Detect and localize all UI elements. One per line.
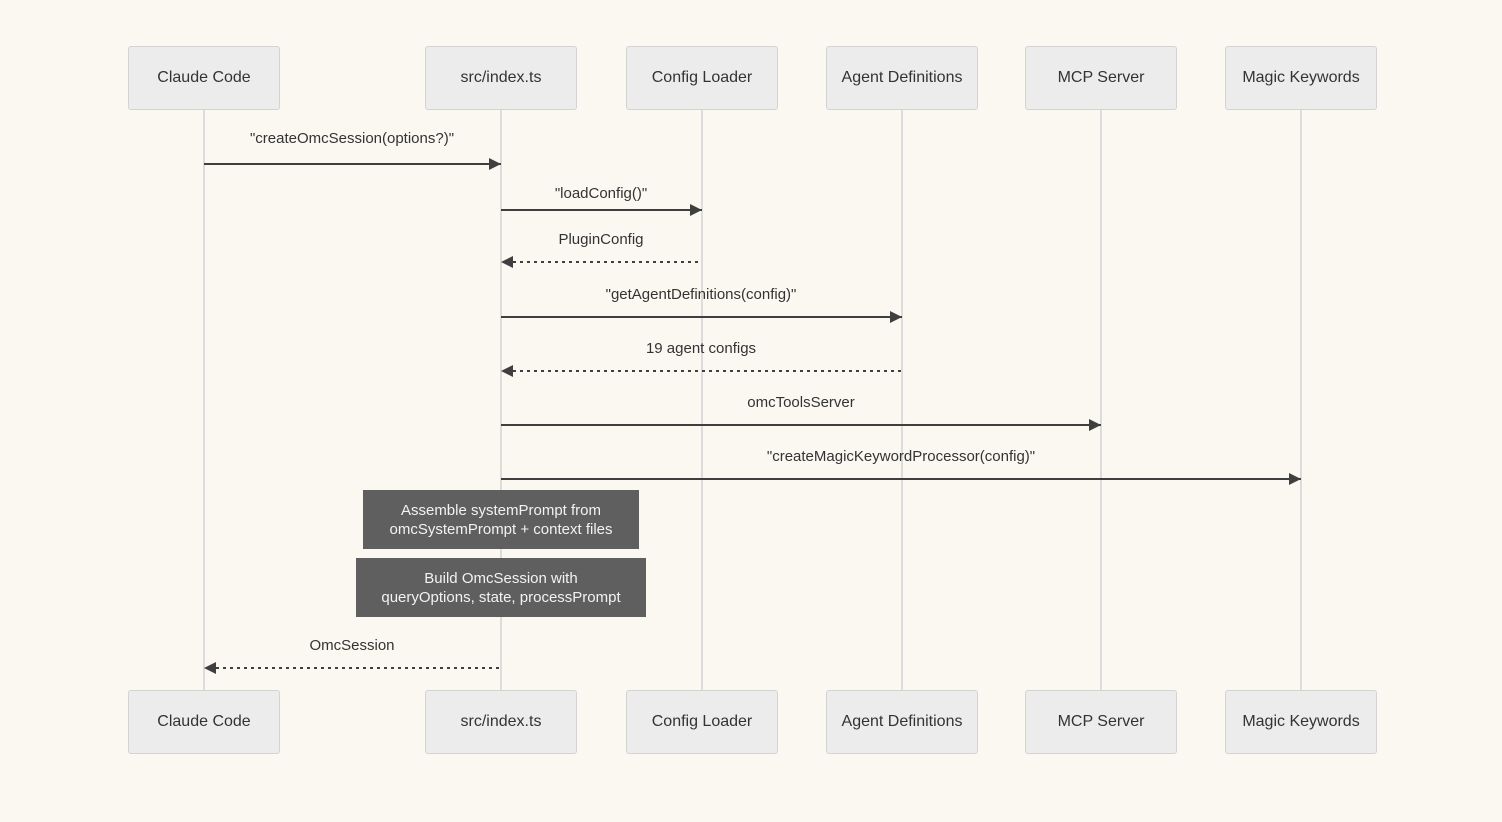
note-line: queryOptions, state, processPrompt [381, 588, 621, 606]
arrowhead-left-icon [204, 662, 216, 674]
message-label-plugin-config: PluginConfig [558, 231, 644, 248]
message-label-create-omc-session: "createOmcSession(options?)" [249, 130, 455, 147]
actor-bottom-magic-keywords: Magic Keywords [1225, 690, 1377, 754]
actor-top-config-loader: Config Loader [626, 46, 778, 110]
message-line-load-config [501, 209, 702, 211]
message-label-omc-tools-server: omcToolsServer [747, 394, 855, 411]
message-line-create-omc-session [204, 163, 501, 165]
lifeline-mcp-server [1100, 110, 1102, 690]
arrowhead-left-icon [501, 365, 513, 377]
message-label-load-config: "loadConfig()" [554, 185, 648, 202]
message-label-get-agent-definitions: "getAgentDefinitions(config)" [605, 286, 797, 303]
note-line: Assemble systemPrompt from [400, 501, 602, 519]
message-line-create-magic-keyword-processor [501, 478, 1301, 480]
arrowhead-right-icon [890, 311, 902, 323]
message-line-omc-tools-server [501, 424, 1101, 426]
actor-bottom-agent-definitions: Agent Definitions [826, 690, 978, 754]
actor-bottom-claude-code: Claude Code [128, 690, 280, 754]
message-label-omc-session: OmcSession [309, 637, 395, 654]
note-assemble-system-prompt: Assemble systemPrompt from omcSystemProm… [363, 490, 639, 549]
actor-top-mcp-server: MCP Server [1025, 46, 1177, 110]
arrowhead-right-icon [1089, 419, 1101, 431]
lifeline-agent-definitions [901, 110, 903, 690]
lifeline-claude-code [203, 110, 205, 690]
arrowhead-right-icon [1289, 473, 1301, 485]
note-line: Build OmcSession with [424, 569, 578, 587]
lifeline-config-loader [701, 110, 703, 690]
note-line: omcSystemPrompt + context files [389, 520, 613, 538]
arrowhead-right-icon [489, 158, 501, 170]
message-line-omc-session [216, 667, 501, 669]
lifeline-magic-keywords [1300, 110, 1302, 690]
actor-bottom-config-loader: Config Loader [626, 690, 778, 754]
message-label-create-magic-keyword-processor: "createMagicKeywordProcessor(config)" [766, 448, 1036, 465]
actor-bottom-mcp-server: MCP Server [1025, 690, 1177, 754]
note-build-omc-session: Build OmcSession with queryOptions, stat… [356, 558, 646, 617]
message-label-agent-configs: 19 agent configs [645, 340, 757, 357]
arrowhead-left-icon [501, 256, 513, 268]
actor-top-src-index-ts: src/index.ts [425, 46, 577, 110]
actor-bottom-src-index-ts: src/index.ts [425, 690, 577, 754]
actor-top-claude-code: Claude Code [128, 46, 280, 110]
message-line-agent-configs [513, 370, 902, 372]
actor-top-magic-keywords: Magic Keywords [1225, 46, 1377, 110]
actor-top-agent-definitions: Agent Definitions [826, 46, 978, 110]
message-line-get-agent-definitions [501, 316, 902, 318]
arrowhead-right-icon [690, 204, 702, 216]
message-line-plugin-config [513, 261, 702, 263]
lifeline-src-index-ts [500, 110, 502, 690]
